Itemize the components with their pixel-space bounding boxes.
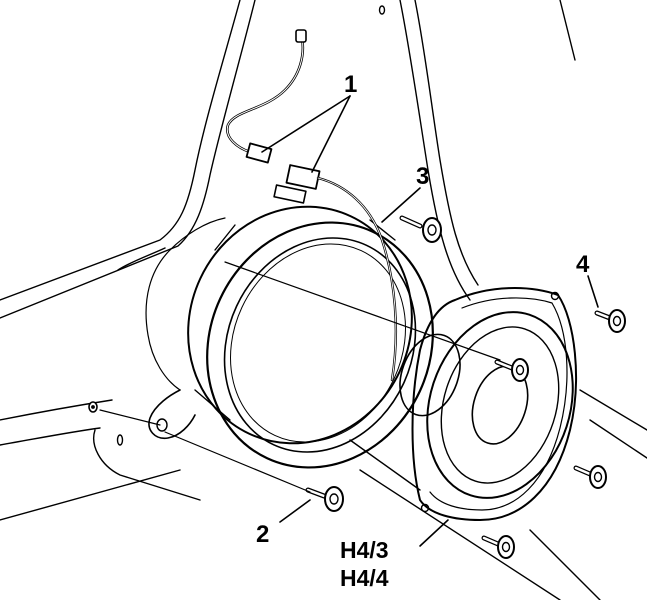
- callout-2: 2: [256, 521, 269, 548]
- alignment-lines: [99, 261, 501, 493]
- callout-4: 4: [576, 251, 590, 278]
- speaker-mounting-ring: [145, 205, 434, 469]
- callout-3: 3: [416, 163, 429, 190]
- screw-ring-bottom: [305, 486, 344, 512]
- screw-speaker-bottom: [481, 535, 515, 559]
- screw-speaker-right: [573, 465, 607, 489]
- callout-leaders: [261, 95, 599, 547]
- clip-left: [88, 401, 98, 413]
- speaker-unit: [399, 287, 577, 521]
- callout-h4-3: H4/3: [340, 537, 389, 563]
- screw-speaker-top-right: [594, 309, 626, 333]
- connector-cable: [226, 29, 398, 382]
- callout-1: 1: [344, 71, 357, 98]
- callout-h4-4: H4/4: [340, 565, 389, 591]
- screw-ring-top: [399, 215, 442, 243]
- screw-speaker-center: [494, 358, 529, 382]
- screws: [88, 215, 626, 559]
